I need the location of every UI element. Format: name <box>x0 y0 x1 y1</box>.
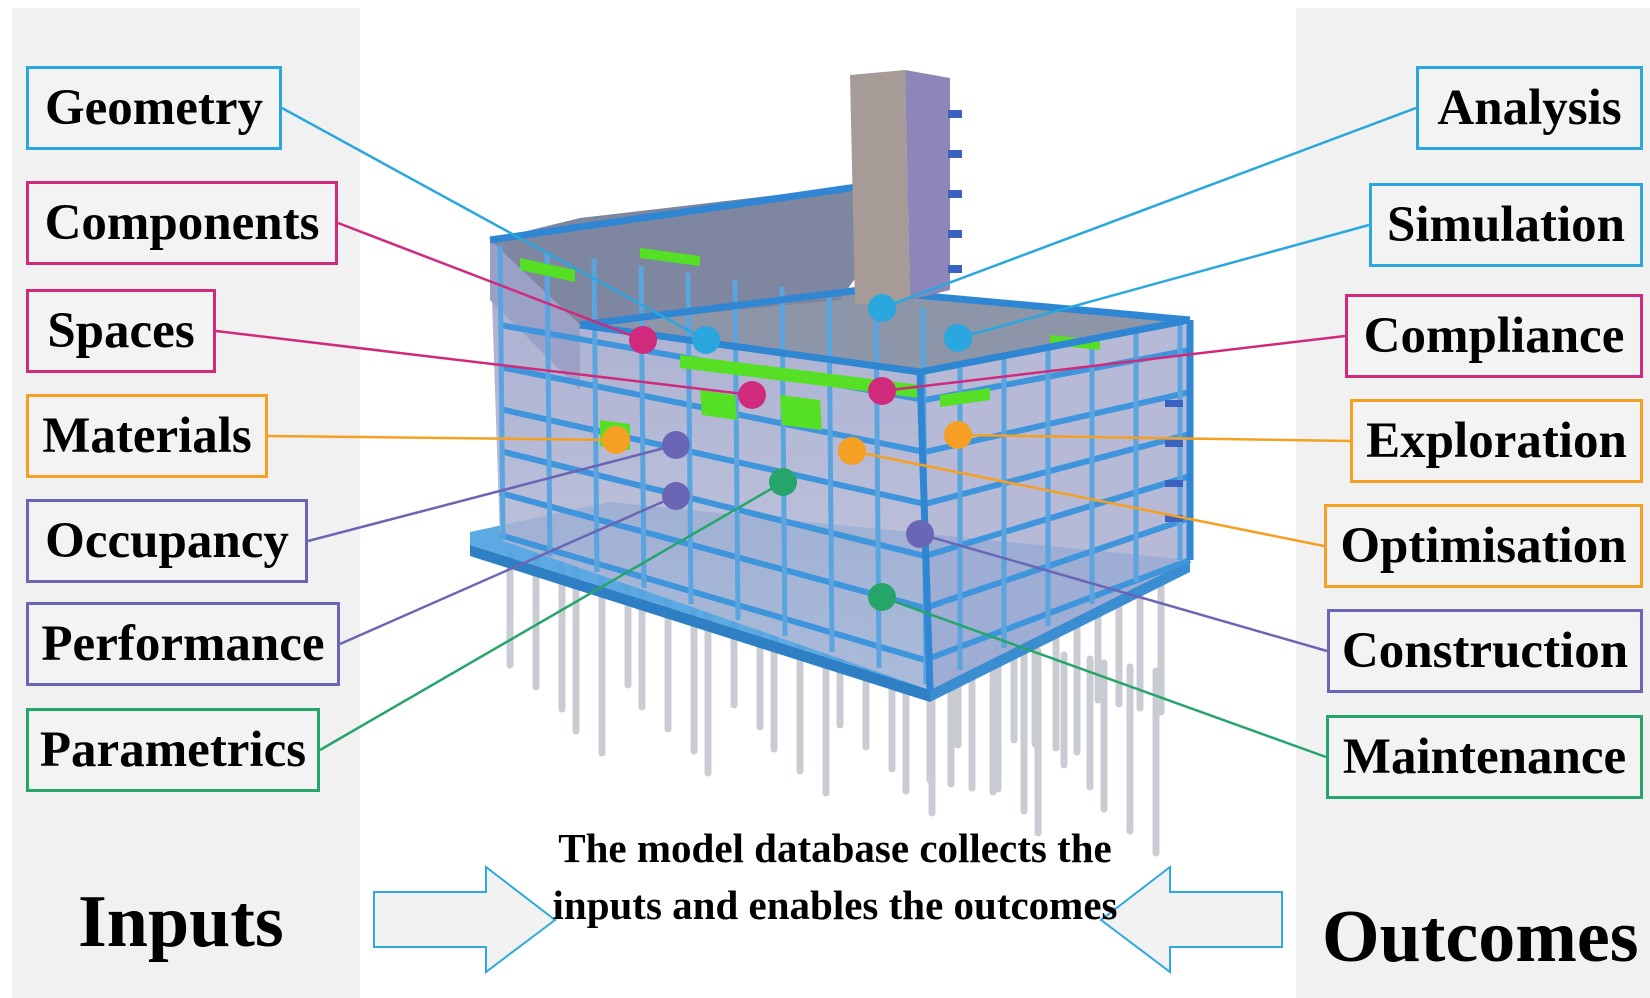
outcome-connector-line <box>881 334 1346 393</box>
outcome-label-construction: Construction <box>1327 609 1643 693</box>
column <box>779 286 788 637</box>
outcomes-panel <box>1296 8 1650 998</box>
input-label-materials: Materials <box>26 394 268 478</box>
column <box>544 251 553 557</box>
input-connector-dot <box>629 326 657 354</box>
floor-slab-side <box>924 515 1191 611</box>
input-label-parametrics: Parametrics <box>26 708 320 792</box>
outcome-label-optimisation: Optimisation <box>1324 504 1643 588</box>
base-slab-edge <box>470 545 930 702</box>
outcome-connector-dot <box>838 437 866 465</box>
outcome-connector-line <box>881 595 1327 759</box>
base-slab-side <box>930 560 1190 702</box>
core-tower-side <box>905 70 950 300</box>
column <box>826 293 835 653</box>
floor-slab-front <box>499 490 926 611</box>
column <box>497 244 506 541</box>
connector-dots <box>602 294 972 611</box>
building-roof <box>580 290 1190 372</box>
input-connector-line <box>307 443 677 543</box>
core-tower-balconies <box>948 110 962 273</box>
column <box>685 272 694 605</box>
outcome-connector-dot <box>944 324 972 352</box>
outcome-connector-dot <box>868 294 896 322</box>
input-connector-line <box>267 434 617 442</box>
inputs-arrow <box>373 864 557 975</box>
floor-slab-side <box>923 557 1192 663</box>
outcome-connector-line <box>957 433 1351 443</box>
floor-slab-side <box>924 473 1191 559</box>
input-connector-dot <box>692 326 720 354</box>
core-tower <box>850 70 910 305</box>
outcome-connector-dot <box>906 520 934 548</box>
floor-slab-side <box>924 431 1191 507</box>
outcome-connector-dot <box>944 421 972 449</box>
column <box>732 279 741 621</box>
upper-block-front <box>490 240 580 390</box>
outcome-connector-dot <box>868 377 896 405</box>
floor-slab-front <box>499 532 926 663</box>
input-label-geometry: Geometry <box>26 66 282 150</box>
input-label-performance: Performance <box>26 602 340 686</box>
floor-slab-front <box>499 448 926 559</box>
input-connector-line <box>319 480 784 752</box>
outcomes-arrow <box>1099 864 1283 975</box>
outcomes-heading: Outcomes <box>1322 896 1639 978</box>
input-connector-dot <box>602 426 630 454</box>
input-label-occupancy: Occupancy <box>26 499 308 583</box>
outcome-connector-line <box>919 532 1328 653</box>
outcome-connector-dot <box>868 583 896 611</box>
inputs-heading: Inputs <box>78 881 284 963</box>
column <box>591 258 600 573</box>
input-label-components: Components <box>26 181 338 265</box>
outcome-label-compliance: Compliance <box>1345 294 1643 378</box>
outcome-label-analysis: Analysis <box>1416 66 1643 150</box>
outcome-label-exploration: Exploration <box>1350 399 1643 483</box>
input-connector-dot <box>662 431 690 459</box>
outcome-connector-line <box>881 106 1417 310</box>
input-connector-dot <box>769 468 797 496</box>
input-connector-line <box>339 494 677 646</box>
caption-text: The model database collects the inputs a… <box>552 825 1118 928</box>
input-label-spaces: Spaces <box>26 289 216 373</box>
side-balconies <box>1165 400 1183 522</box>
column <box>873 300 882 669</box>
connector-lines <box>215 106 1417 759</box>
outcome-label-maintenance: Maintenance <box>1326 715 1643 799</box>
floor-slab-front <box>499 406 926 507</box>
outcome-connector-line <box>851 449 1325 548</box>
input-connector-line <box>281 106 707 342</box>
input-connector-line <box>215 329 753 397</box>
input-connector-dot <box>738 381 766 409</box>
input-connector-dot <box>662 482 690 510</box>
input-connector-line <box>337 221 644 342</box>
outcome-connector-line <box>957 223 1370 340</box>
outcome-label-simulation: Simulation <box>1369 183 1643 267</box>
